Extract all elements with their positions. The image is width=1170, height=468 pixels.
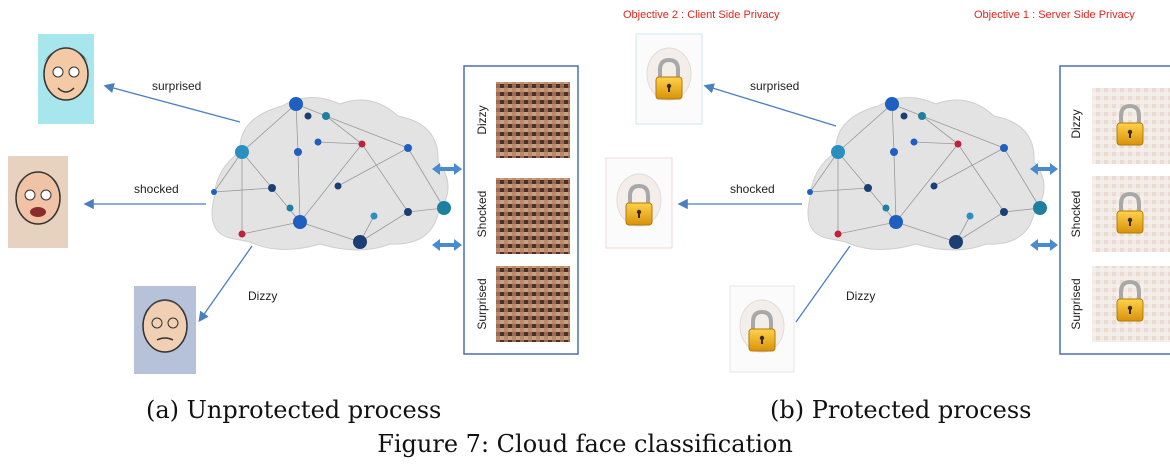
cloud-network-icon: [211, 97, 451, 251]
dataset-label-dizzy: Dizzy: [475, 105, 489, 134]
arrow-dizzy: [198, 245, 253, 323]
label-shocked-protected: shocked: [730, 182, 775, 196]
face-image-surprised: [38, 34, 94, 124]
face-image-dizzy: [134, 286, 196, 374]
label-surprised-protected: surprised: [750, 79, 799, 93]
client-objective-label: Objective 2 : Client Side Privacy: [623, 9, 780, 21]
padlock-icon: [1116, 103, 1144, 146]
dataset-image-shocked: [496, 178, 570, 254]
arrow-surprised-protected: [703, 83, 837, 127]
dataset-image-dizzy: [496, 82, 570, 158]
label-shocked: shocked: [134, 182, 179, 196]
dataset-panel-right: Dizzy Shocked Surprised: [1059, 65, 1170, 355]
figure-caption: Figure 7: Cloud face classification: [377, 430, 793, 458]
face-image-shocked: [8, 156, 68, 248]
caption-a: (a) Unprotected process: [146, 396, 441, 424]
dataset-panel-left: Dizzy Shocked Surprised: [463, 65, 579, 355]
padlock-icon: [655, 57, 683, 100]
label-dizzy-protected: Dizzy: [846, 289, 875, 303]
padlock-icon: [1116, 279, 1144, 322]
padlock-icon: [625, 183, 653, 226]
dataset-label-shocked-protected: Shocked: [1069, 191, 1083, 238]
caption-b: (b) Protected process: [770, 396, 1031, 424]
arrow-dizzy-protected: [795, 245, 851, 323]
double-arrow-icon-protected: [1030, 163, 1058, 251]
padlock-icon: [1116, 191, 1144, 234]
double-arrow-icon: [432, 163, 462, 251]
arrow-surprised: [103, 83, 241, 123]
dataset-label-shocked: Shocked: [475, 191, 489, 238]
label-surprised: surprised: [152, 79, 201, 93]
dataset-label-surprised: Surprised: [475, 278, 489, 329]
server-objective-label: Objective 1 : Server Side Privacy: [974, 9, 1135, 21]
dataset-image-surprised: [496, 266, 570, 342]
dataset-label-dizzy-protected: Dizzy: [1069, 109, 1083, 138]
padlock-icon: [748, 309, 776, 352]
label-dizzy: Dizzy: [248, 289, 277, 303]
cloud-network-icon-protected: [807, 97, 1047, 251]
dataset-label-surprised-protected: Surprised: [1069, 278, 1083, 329]
